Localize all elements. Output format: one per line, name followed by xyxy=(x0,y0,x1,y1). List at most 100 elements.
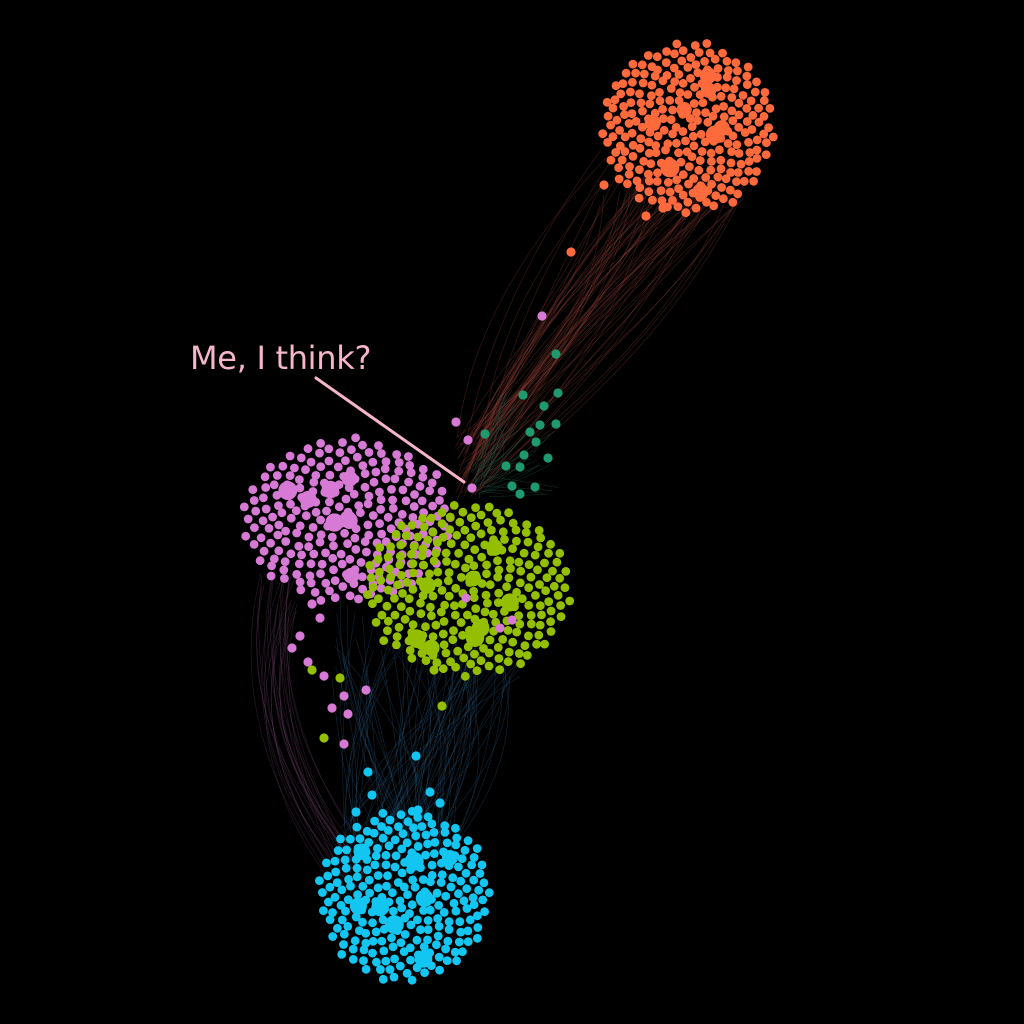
edge-link xyxy=(483,196,684,464)
node xyxy=(380,464,390,474)
node xyxy=(706,148,716,158)
node xyxy=(691,203,701,213)
node xyxy=(360,469,370,479)
node xyxy=(674,70,684,79)
edge-link xyxy=(425,622,475,840)
node xyxy=(281,537,291,546)
node xyxy=(407,975,417,985)
node xyxy=(652,177,662,186)
node xyxy=(404,594,414,604)
node xyxy=(379,636,389,645)
node xyxy=(375,519,384,528)
node xyxy=(444,568,454,578)
node xyxy=(653,168,662,178)
edge-link xyxy=(270,603,351,886)
node xyxy=(692,108,701,118)
node xyxy=(627,128,637,138)
node xyxy=(249,540,259,549)
node xyxy=(476,529,486,539)
edge-link xyxy=(279,610,358,865)
node xyxy=(719,194,728,204)
node xyxy=(665,187,675,197)
node xyxy=(665,96,675,105)
node xyxy=(384,841,394,851)
node xyxy=(674,148,683,158)
node xyxy=(498,635,508,644)
node xyxy=(454,937,464,947)
hub-node xyxy=(692,183,709,200)
node xyxy=(451,662,460,672)
node xyxy=(658,203,668,213)
edge-link xyxy=(458,198,739,467)
node xyxy=(481,590,491,600)
node xyxy=(502,582,511,592)
node xyxy=(354,501,364,510)
node xyxy=(363,590,372,599)
node xyxy=(396,540,406,550)
node xyxy=(514,649,524,658)
node xyxy=(551,419,561,429)
node xyxy=(381,860,391,870)
node xyxy=(678,190,688,200)
edge-link xyxy=(376,676,447,822)
node xyxy=(451,823,460,833)
node xyxy=(364,838,374,847)
edge-link xyxy=(481,463,552,495)
node xyxy=(386,542,395,551)
node xyxy=(368,948,377,958)
node xyxy=(370,816,379,826)
node xyxy=(723,139,733,148)
node xyxy=(341,456,350,465)
node xyxy=(710,54,720,64)
node xyxy=(500,535,509,544)
node xyxy=(423,935,432,945)
node xyxy=(369,477,379,487)
node xyxy=(405,606,415,616)
node xyxy=(632,176,642,186)
edge-link xyxy=(479,187,703,448)
node xyxy=(332,878,342,888)
node xyxy=(324,444,334,454)
node xyxy=(620,132,630,142)
node xyxy=(427,819,437,829)
node xyxy=(454,548,463,558)
node xyxy=(366,573,376,583)
hub-node xyxy=(644,114,661,131)
node xyxy=(671,123,681,132)
edge-link xyxy=(393,647,410,859)
edge-link xyxy=(265,612,329,879)
edge-link xyxy=(369,652,405,835)
node xyxy=(429,849,439,858)
node xyxy=(250,523,259,532)
edge-link xyxy=(483,475,559,488)
node xyxy=(533,565,542,575)
node xyxy=(416,598,425,608)
edge-link xyxy=(454,669,519,837)
node xyxy=(471,604,481,613)
node xyxy=(387,485,396,494)
node xyxy=(335,448,345,457)
node xyxy=(407,653,417,663)
node xyxy=(404,477,413,487)
edge-link xyxy=(261,574,344,885)
hub-node xyxy=(341,470,358,487)
node xyxy=(377,822,386,831)
node xyxy=(419,942,429,952)
node xyxy=(752,154,762,163)
node xyxy=(670,49,679,59)
node xyxy=(673,202,683,212)
node xyxy=(459,896,469,906)
node xyxy=(355,834,365,843)
node xyxy=(381,457,391,466)
edge-link xyxy=(399,643,420,827)
edge-link xyxy=(473,201,669,475)
node xyxy=(726,158,736,168)
hub-node xyxy=(500,593,519,612)
node xyxy=(728,116,738,125)
node xyxy=(347,445,356,455)
node xyxy=(508,518,518,528)
node xyxy=(614,163,623,173)
node xyxy=(364,530,374,540)
node xyxy=(639,69,649,79)
node xyxy=(356,508,365,518)
